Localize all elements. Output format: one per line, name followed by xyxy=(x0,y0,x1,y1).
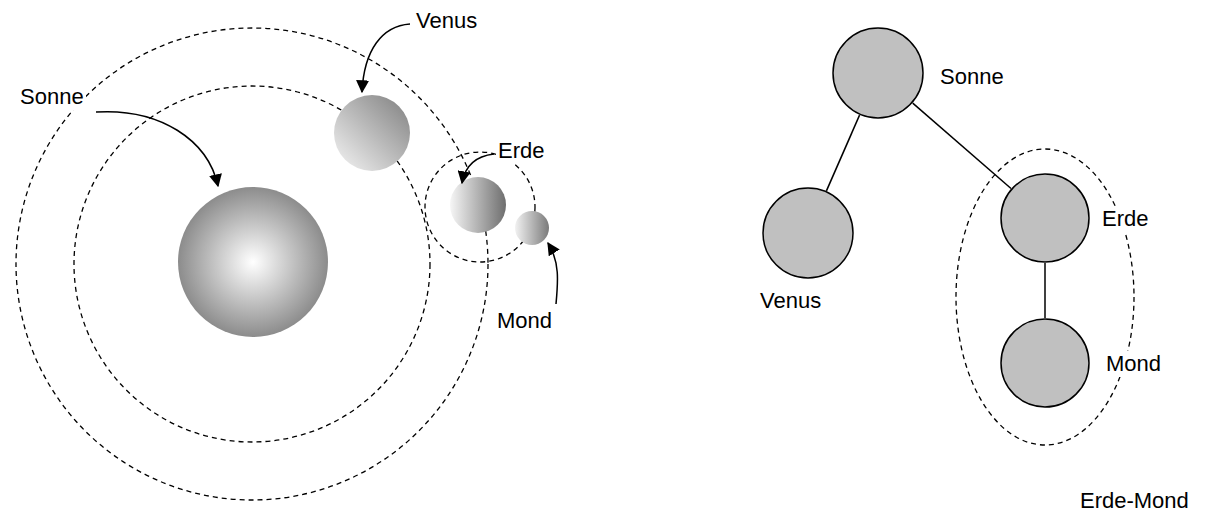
moon-sphere xyxy=(515,211,549,245)
callout-label: Mond xyxy=(495,308,554,334)
body-disc xyxy=(1001,174,1089,262)
body-disc xyxy=(833,28,923,118)
circle-outline xyxy=(832,27,924,119)
body-disc xyxy=(1001,319,1089,407)
inner-orbit xyxy=(74,86,430,442)
leader-arrow xyxy=(362,24,410,92)
circle-outline xyxy=(1000,318,1090,408)
circle-outline xyxy=(762,187,854,279)
node-label: Mond xyxy=(1104,351,1163,377)
node-label: Erde-Mond xyxy=(1078,488,1191,514)
body-circle: Sonne xyxy=(832,27,924,119)
moon-orbit xyxy=(425,152,535,262)
leader-arrow xyxy=(462,154,494,183)
circle-outline xyxy=(1000,173,1090,263)
callout-label: Sonne xyxy=(18,84,86,110)
body-circle: Venus xyxy=(762,187,854,279)
orbit-link xyxy=(1044,263,1046,318)
callout-label: Erde xyxy=(496,138,546,164)
group-ellipse: Erde-MondErdeMond xyxy=(955,148,1135,446)
body-circle: Erde xyxy=(1000,173,1090,263)
body-disc xyxy=(763,188,853,278)
outer-orbit xyxy=(16,28,488,500)
body-circle: Mond xyxy=(1000,318,1090,408)
node-label: Venus xyxy=(758,288,823,314)
group-ellipse-line xyxy=(956,149,1134,445)
node-label: Erde xyxy=(1100,206,1150,232)
node-label: Sonne xyxy=(938,64,1006,90)
sun-sphere xyxy=(178,187,328,337)
venus-sphere xyxy=(334,95,410,171)
leader-arrow xyxy=(96,112,218,186)
leader-arrow xyxy=(548,243,558,304)
callout-label: Venus xyxy=(414,8,479,34)
orbit-link xyxy=(913,103,1011,188)
earth-sphere xyxy=(450,177,506,233)
orbit-link xyxy=(826,115,859,191)
